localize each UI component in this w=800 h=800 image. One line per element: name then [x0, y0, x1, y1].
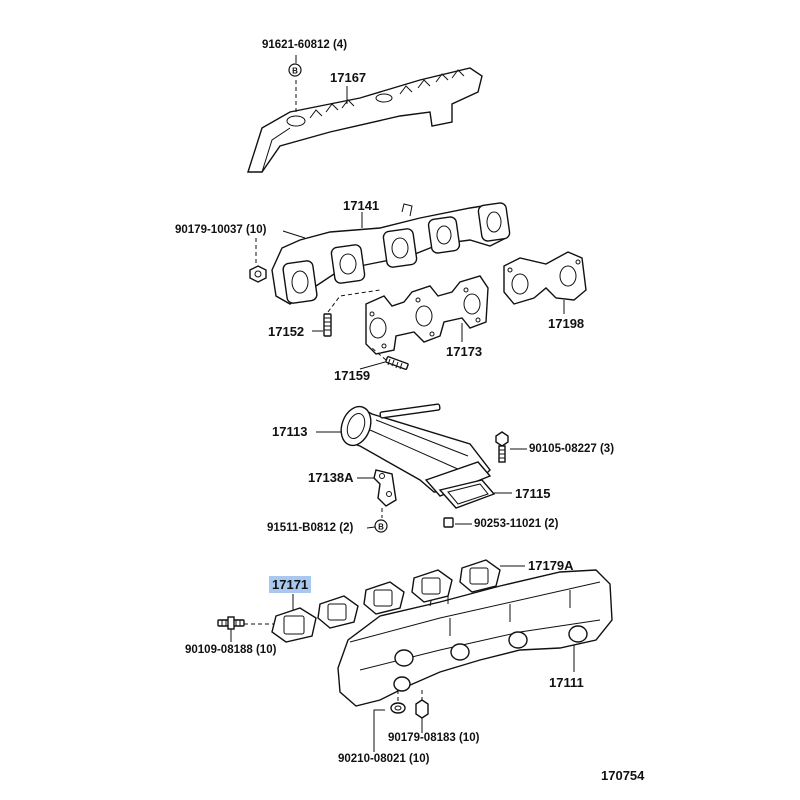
bracket-17138a[interactable]: [373, 469, 397, 507]
callout-17159[interactable]: 17159: [334, 368, 371, 383]
washer-90210-08021[interactable]: [390, 702, 406, 714]
callout-90105-08227[interactable]: 90105-08227 (3): [529, 443, 615, 455]
gasket-17171[interactable]: [317, 595, 359, 629]
callout-17138a[interactable]: 17138A: [308, 470, 354, 485]
stud-90109-08188[interactable]: [217, 616, 245, 630]
gasket-17179a[interactable]: [459, 559, 501, 593]
gasket-17198[interactable]: [503, 251, 587, 305]
callout-90253-11021[interactable]: 90253-11021 (2): [474, 518, 559, 530]
callout-17113[interactable]: 17113: [272, 424, 308, 439]
dashed-17159: [371, 347, 387, 361]
gasket-17173[interactable]: [365, 275, 489, 355]
leader-91511: [366, 526, 376, 529]
callout-17152[interactable]: 17152: [268, 324, 305, 339]
exhaust-manifold-17111[interactable]: [337, 569, 613, 707]
callout-90179-10037[interactable]: 90179-10037 (10): [175, 224, 267, 236]
bolt-90105-08227[interactable]: [495, 431, 509, 463]
leader-90210: [373, 709, 385, 752]
callout-17141[interactable]: 17141: [343, 198, 380, 213]
callout-91621-60812[interactable]: 91621-60812 (4): [262, 39, 348, 51]
marker-b-bolt-bottom: B: [374, 519, 388, 533]
marker-b-label: B: [378, 523, 384, 532]
callout-17171-highlighted[interactable]: 17171: [269, 576, 312, 593]
figure-number: 170754: [601, 768, 645, 783]
callout-17115[interactable]: 17115: [515, 486, 551, 501]
callout-17111[interactable]: 17111: [549, 675, 584, 690]
callout-17173[interactable]: 17173: [446, 344, 483, 359]
marker-b-label: B: [292, 67, 298, 76]
heat-insulator-17167[interactable]: [247, 67, 483, 173]
callout-90179-08183[interactable]: 90179-08183 (10): [388, 732, 480, 744]
nut-90253-11021[interactable]: [443, 517, 454, 528]
exhaust-pipe-17113[interactable]: [336, 402, 492, 497]
gasket-17171[interactable]: [363, 581, 405, 615]
gasket-17171[interactable]: [271, 607, 317, 643]
callout-17198[interactable]: 17198: [548, 316, 585, 331]
callout-91511-b0812[interactable]: 91511-B0812 (2): [267, 522, 354, 534]
leader-90179a: [282, 230, 306, 239]
callout-17167[interactable]: 17167: [330, 70, 367, 85]
callout-17179a[interactable]: 17179A: [528, 558, 574, 573]
callout-90109-08188[interactable]: 90109-08188 (10): [185, 644, 277, 656]
marker-b-bolt-top: B: [288, 63, 302, 77]
nut-90179-10037[interactable]: [249, 265, 267, 283]
gasket-17171[interactable]: [411, 569, 453, 603]
stud-17159[interactable]: [385, 356, 409, 370]
stud-17152[interactable]: [323, 313, 332, 337]
exhaust-manifold-17141[interactable]: [271, 202, 511, 305]
callout-90210-08021[interactable]: 90210-08021 (10): [338, 753, 430, 765]
nut-90179-08183[interactable]: [415, 699, 429, 719]
leader-17159: [359, 361, 386, 370]
gasket-17115[interactable]: [438, 479, 496, 509]
